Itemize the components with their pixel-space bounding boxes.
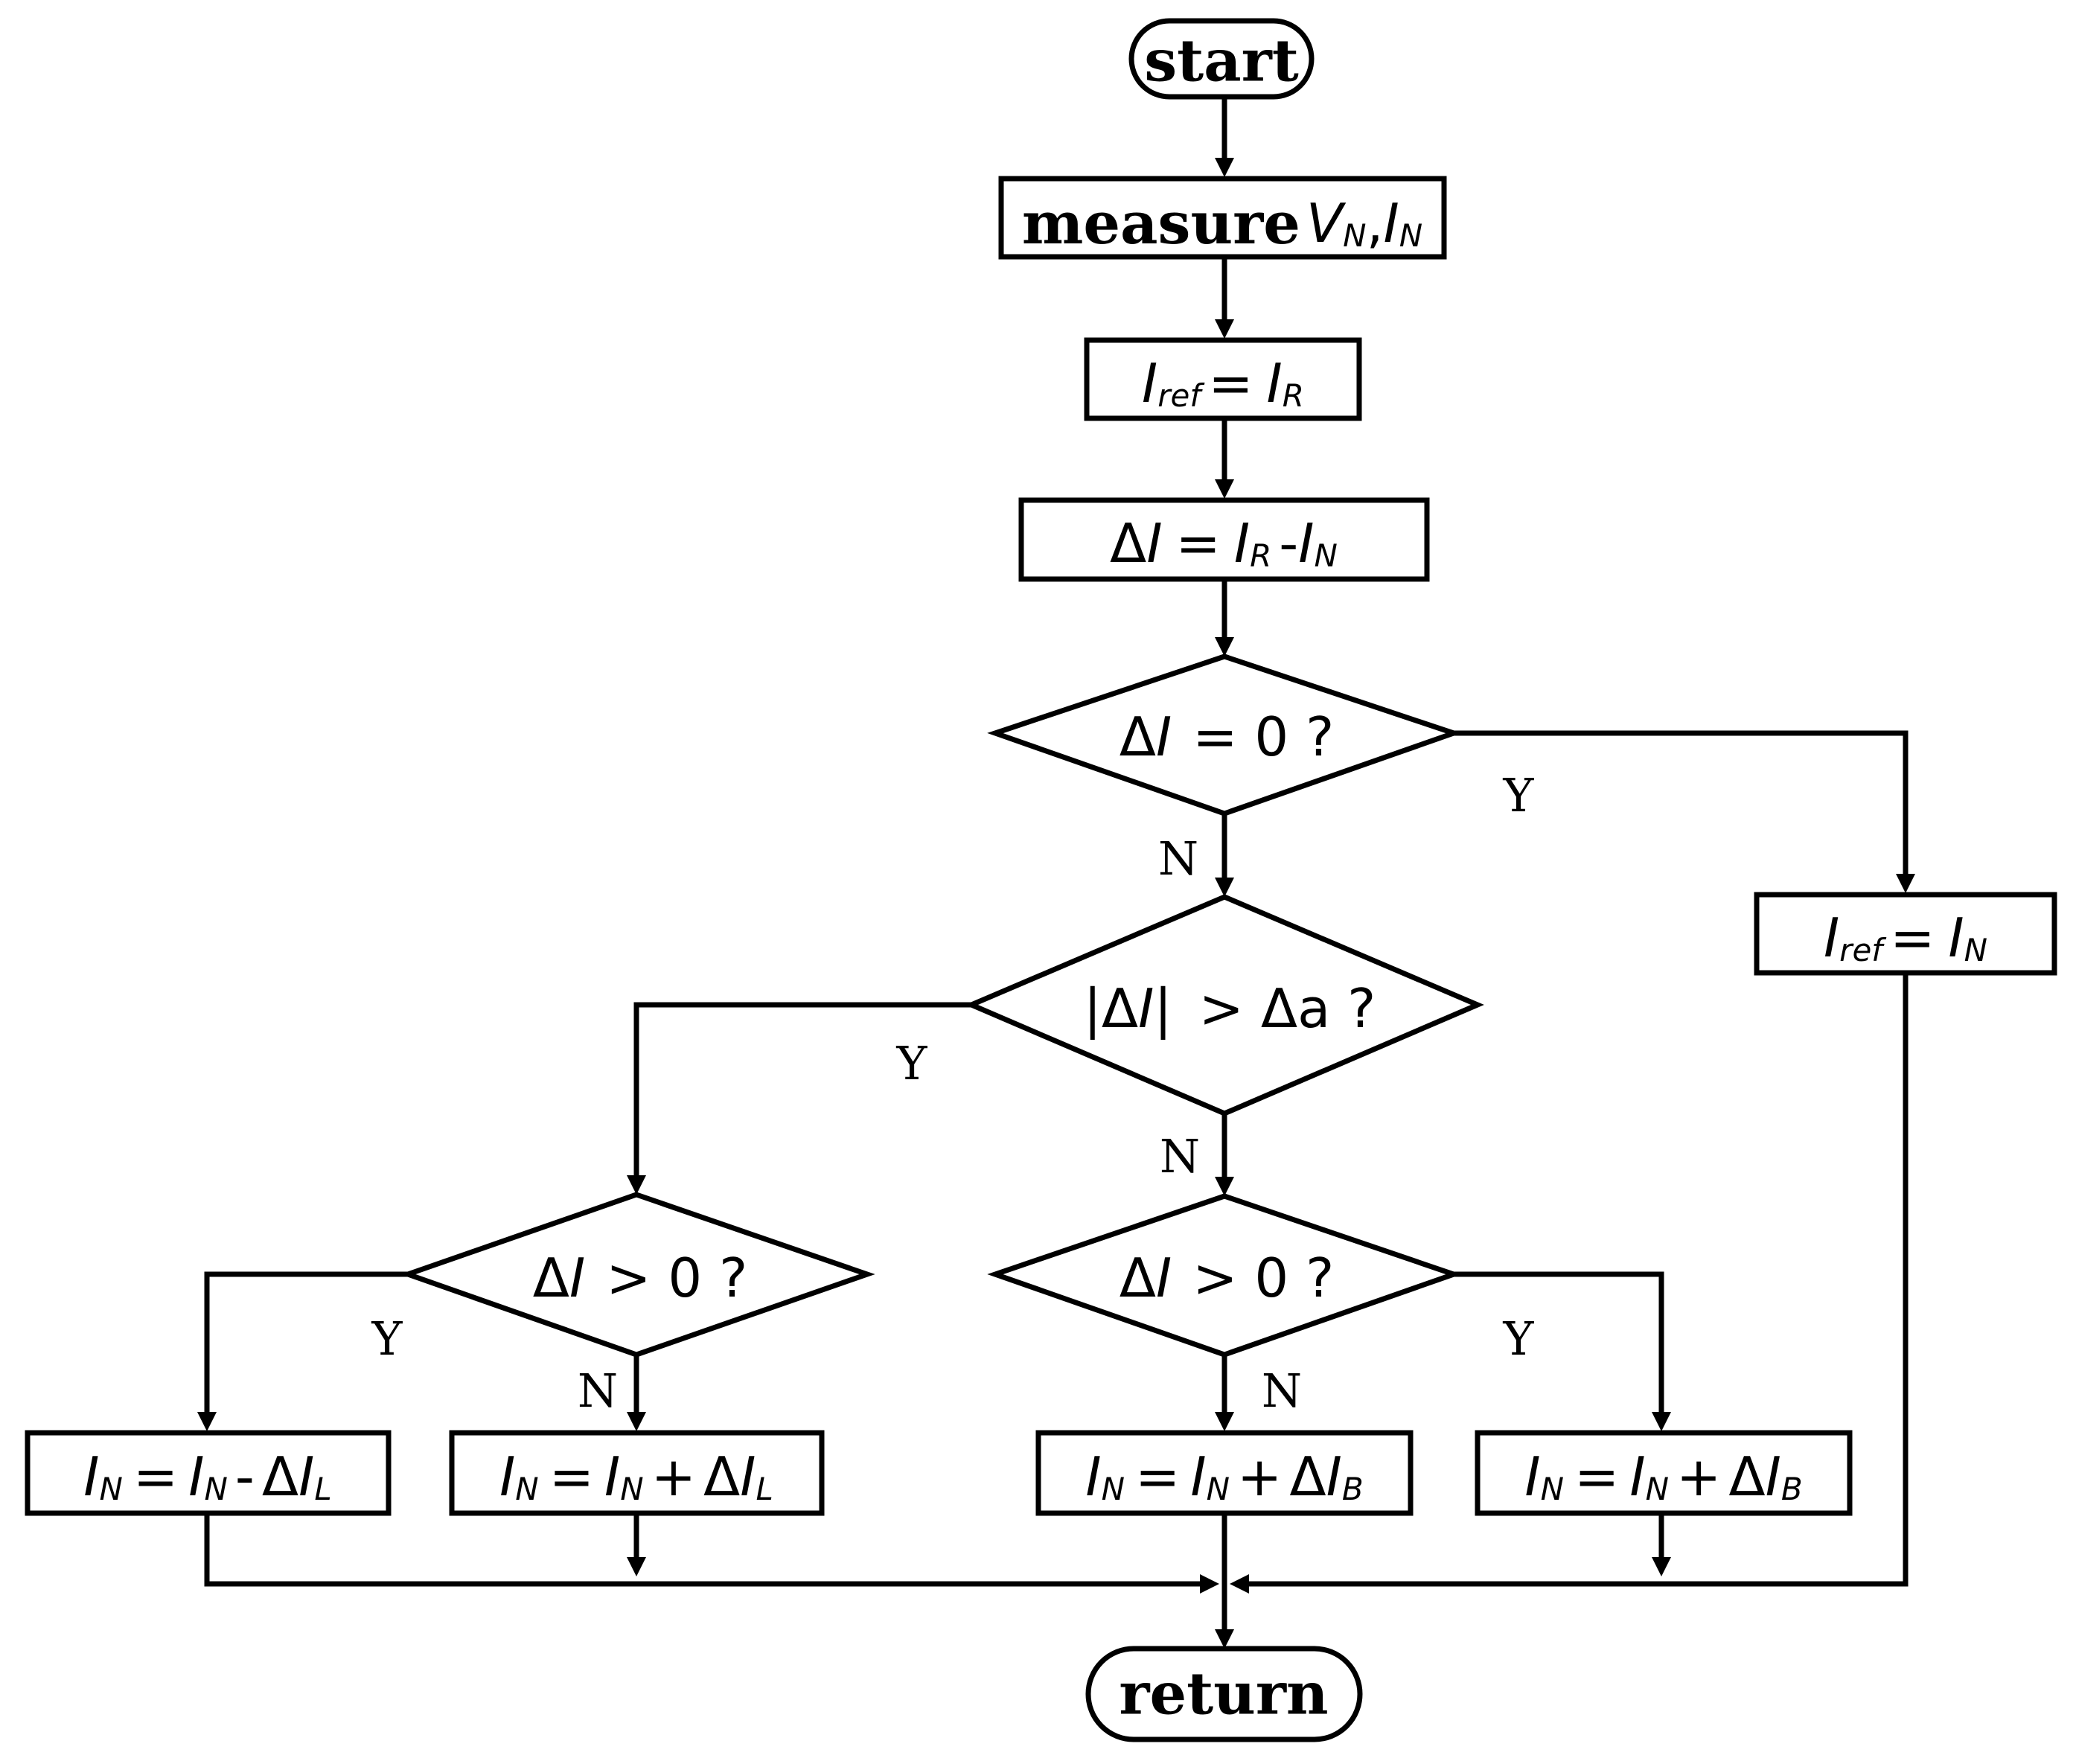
arrowhead-out3 (1215, 1412, 1234, 1431)
iref-r-box: Iref=IR (1084, 337, 1362, 421)
arrowhead-out2 (627, 1412, 646, 1431)
return-label: return (1119, 1661, 1328, 1728)
output-box-3-label: IN=IN+ΔIB (1085, 1445, 1363, 1508)
arrowhead-merge-right (1230, 1574, 1249, 1594)
arrowhead-measure (1215, 158, 1234, 177)
output-box-1-label: IN=IN-ΔIL (83, 1445, 332, 1508)
arrowhead-out1 (197, 1412, 217, 1431)
decision-left-positive: ΔI> 0 ? (400, 1192, 875, 1358)
arrowhead-mid-decision (1215, 1177, 1234, 1196)
decision-abs-delta-label: |ΔI|> Δa ? (1084, 977, 1376, 1041)
output-box-2: IN=IN+ΔIL (449, 1430, 825, 1516)
delta-label: ΔI=IR-IN (1110, 512, 1338, 575)
label-left-yes: Y (371, 1311, 403, 1366)
arrowhead-out4-down (1652, 1557, 1671, 1576)
output-box-3: IN=IN+ΔIB (1035, 1430, 1414, 1516)
arrowhead-iref-n (1896, 874, 1915, 893)
start-terminal: start (1128, 18, 1315, 100)
arrowhead-iref (1215, 319, 1234, 339)
branch-labels: Y N Y N Y N N Y (371, 768, 1535, 1418)
connector-left-yes (204, 1271, 408, 1420)
label-zero-no: N (1158, 831, 1198, 886)
delta-box: ΔI=IR-IN (1018, 497, 1430, 582)
label-abs-no: N (1160, 1129, 1200, 1183)
connector-out1-merge (204, 1513, 1204, 1587)
start-label: start (1144, 28, 1299, 95)
label-mid-no: N (1262, 1364, 1302, 1418)
decision-left-positive-label: ΔI> 0 ? (533, 1247, 748, 1309)
label-left-no: N (578, 1364, 618, 1418)
output-box-4-label: IN=IN+ΔIB (1524, 1445, 1802, 1508)
label-mid-yes: Y (1503, 1311, 1535, 1366)
output-box-1: IN=IN-ΔIL (25, 1430, 392, 1516)
decision-delta-zero-label: ΔI= 0 ? (1120, 706, 1335, 768)
arrowhead-out2-down (627, 1557, 646, 1576)
decision-mid-positive: ΔI> 0 ? (987, 1193, 1462, 1358)
arrowhead-zero (1215, 637, 1234, 656)
decision-abs-delta: |ΔI|> Δa ? (965, 894, 1484, 1116)
connector-abs-yes (633, 1002, 971, 1183)
arrowheads (197, 158, 1915, 1649)
iref-n-label: Iref=IN (1824, 907, 1987, 969)
connector-iref-n-merge (1245, 973, 1909, 1587)
arrowhead-return (1215, 1629, 1234, 1649)
output-box-4: IN=IN+ΔIB (1475, 1430, 1853, 1516)
connector-zero-yes (1454, 730, 1909, 882)
iref-n-box: Iref=IN (1754, 892, 2057, 976)
label-abs-yes: Y (896, 1036, 928, 1090)
return-terminal: return (1085, 1646, 1363, 1742)
iref-r-label: Iref=IR (1142, 352, 1304, 415)
output-box-2-label: IN=IN+ΔIL (499, 1445, 773, 1508)
arrowhead-left-decision (627, 1175, 646, 1195)
arrowhead-out4 (1652, 1412, 1671, 1431)
label-zero-yes: Y (1503, 768, 1535, 822)
arrowhead-delta (1215, 479, 1234, 499)
decision-mid-positive-label: ΔI> 0 ? (1120, 1247, 1335, 1309)
connectors (204, 97, 1909, 1637)
arrowhead-abs (1215, 878, 1234, 897)
connector-mid-yes (1454, 1271, 1664, 1420)
decision-delta-zero: ΔI= 0 ? (987, 653, 1462, 817)
arrowhead-merge-left (1200, 1574, 1219, 1594)
